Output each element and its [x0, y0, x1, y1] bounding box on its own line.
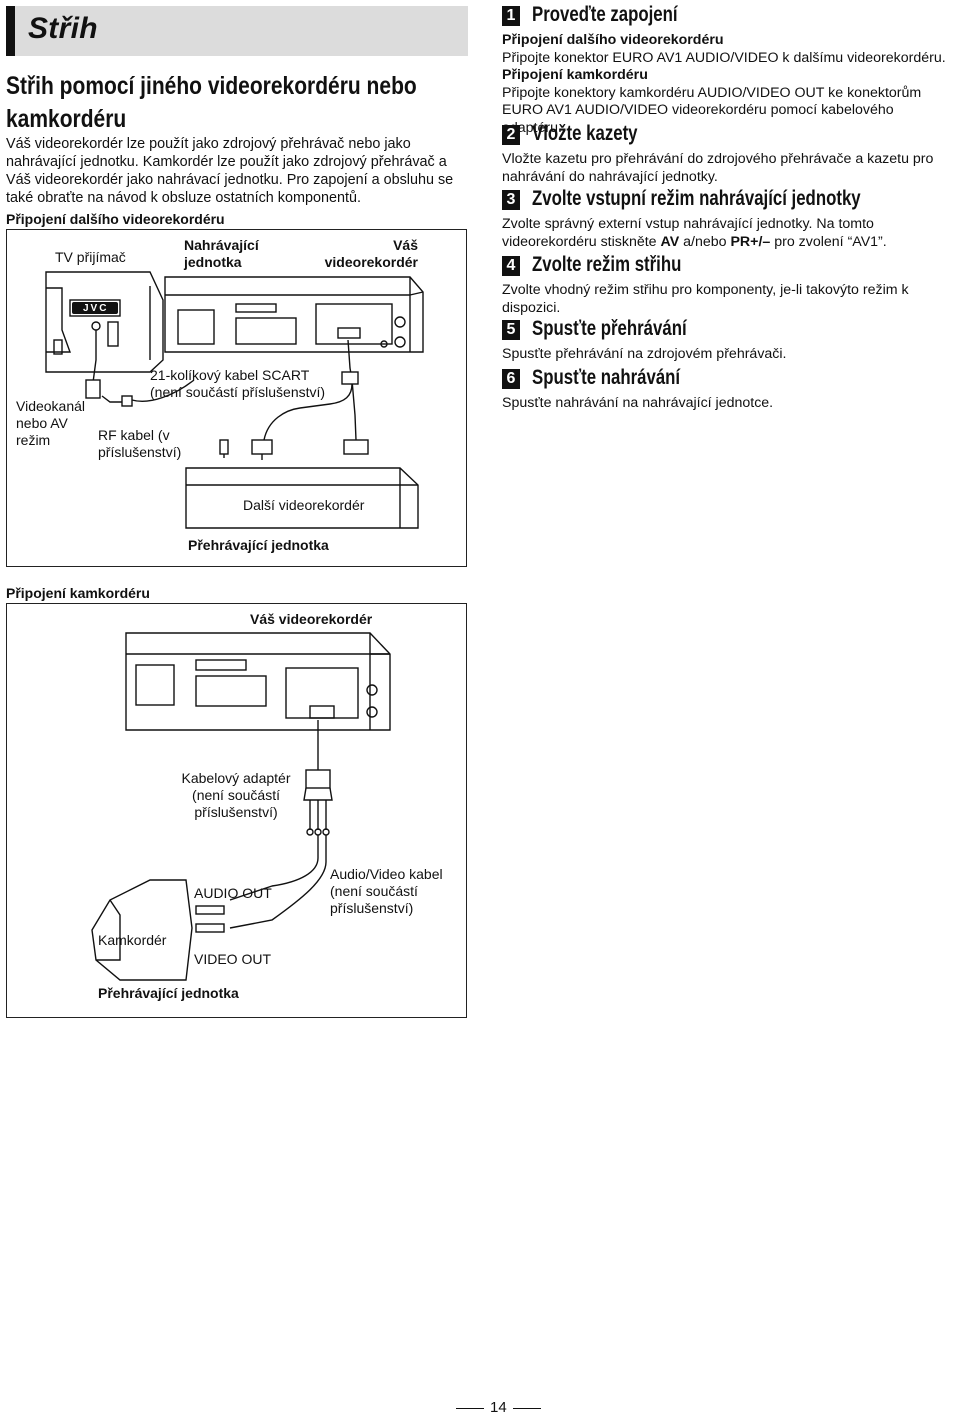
playback-unit-label: Přehrávající jednotka: [188, 537, 329, 553]
your-vcr-body: [164, 276, 424, 353]
page-number: 14: [450, 1399, 547, 1416]
page-number-text: 14: [490, 1399, 507, 1416]
key-pr: PR+/–: [730, 233, 771, 250]
other-vcr-label: Další videorekordér: [243, 497, 365, 513]
step-text: Připojte konektor EURO AV1 AUDIO/VIDEO k…: [502, 49, 946, 66]
playback-unit-label-2: Přehrávající jednotka: [98, 985, 239, 1001]
step-number: 4: [502, 256, 520, 276]
step-title: Spusťte nahrávání: [532, 366, 681, 389]
camcorder-body: [91, 879, 193, 981]
video-channel-label: Videokanál nebo AV režim: [16, 398, 86, 448]
diagram1-frame: [6, 229, 467, 567]
step-subheading: Připojení dalšího videorekordéru: [502, 32, 724, 48]
key-av: AV: [660, 233, 680, 250]
tv-body: [45, 271, 164, 373]
other-vcr-body: [185, 467, 419, 529]
jvc-logo: JVC: [83, 303, 109, 314]
step-title: Vložte kazety: [532, 122, 638, 145]
step-text: Zvolte správný externí vstup nahrávající…: [502, 216, 874, 250]
step-text: pro zvolení “AV1”.: [770, 233, 887, 250]
tv-label: TV přijímač: [55, 249, 126, 265]
vcr2-label: Váš videorekordér: [250, 611, 373, 627]
section-banner: Střih: [6, 6, 468, 56]
step-title: Zvolte vstupní režim nahrávající jednotk…: [532, 187, 861, 210]
diagram2-frame: [6, 603, 467, 1018]
camcorder-label: Kamkordér: [98, 932, 167, 948]
step-title: Zvolte režim střihu: [532, 253, 682, 276]
step-text: Spusťte přehrávání na zdrojovém přehráva…: [502, 346, 787, 362]
step-number: 1: [502, 6, 520, 26]
diagram1-title: Připojení dalšího videorekordéru: [6, 211, 225, 227]
intro-paragraph: Váš videorekordér lze použít jako zdrojo…: [6, 136, 454, 206]
step-number: 2: [502, 125, 520, 145]
rf-cable-label: RF kabel (v příslušenství): [98, 427, 182, 460]
step-text: Vložte kazetu pro přehrávání do zdrojové…: [502, 151, 934, 185]
step-text: a/nebo: [679, 233, 731, 250]
section-title: Střih: [28, 12, 98, 45]
step-title: Spusťte přehrávání: [532, 317, 687, 340]
recording-unit-label: Nahrávající jednotka: [184, 237, 259, 270]
scart-cable-label: 21-kolíkový kabel SCART (není součástí p…: [150, 367, 326, 400]
diagram2-title: Připojení kamkordéru: [6, 585, 150, 601]
step-text: Spusťte nahrávání na nahrávající jednotc…: [502, 395, 774, 411]
step-number: 6: [502, 369, 520, 389]
step-subheading: Připojení kamkordéru: [502, 67, 648, 83]
vcr2-body: [125, 632, 391, 731]
your-vcr-label: Váš videorekordér: [324, 237, 418, 270]
av-cable-label: Audio/Video kabel (není součástí přísluš…: [330, 866, 443, 916]
page-heading: Střih pomocí jiného videorekordéru nebo …: [6, 72, 417, 133]
step-number: 5: [502, 320, 520, 340]
step-number: 3: [502, 190, 520, 210]
step-body: Zvolte správný externí vstup nahrávající…: [502, 216, 954, 251]
adapter-label: Kabelový adaptér (není součástí přísluše…: [181, 770, 291, 820]
banner-bar: [6, 6, 15, 56]
step-text: Zvolte vhodný režim střihu pro komponent…: [502, 282, 909, 316]
step-title: Proveďte zapojení: [532, 3, 678, 26]
audio-out-label: AUDIO OUT: [194, 885, 272, 901]
video-out-label: VIDEO OUT: [194, 951, 272, 967]
step-body: Připojení dalšího videorekordéru Připojt…: [502, 32, 954, 137]
